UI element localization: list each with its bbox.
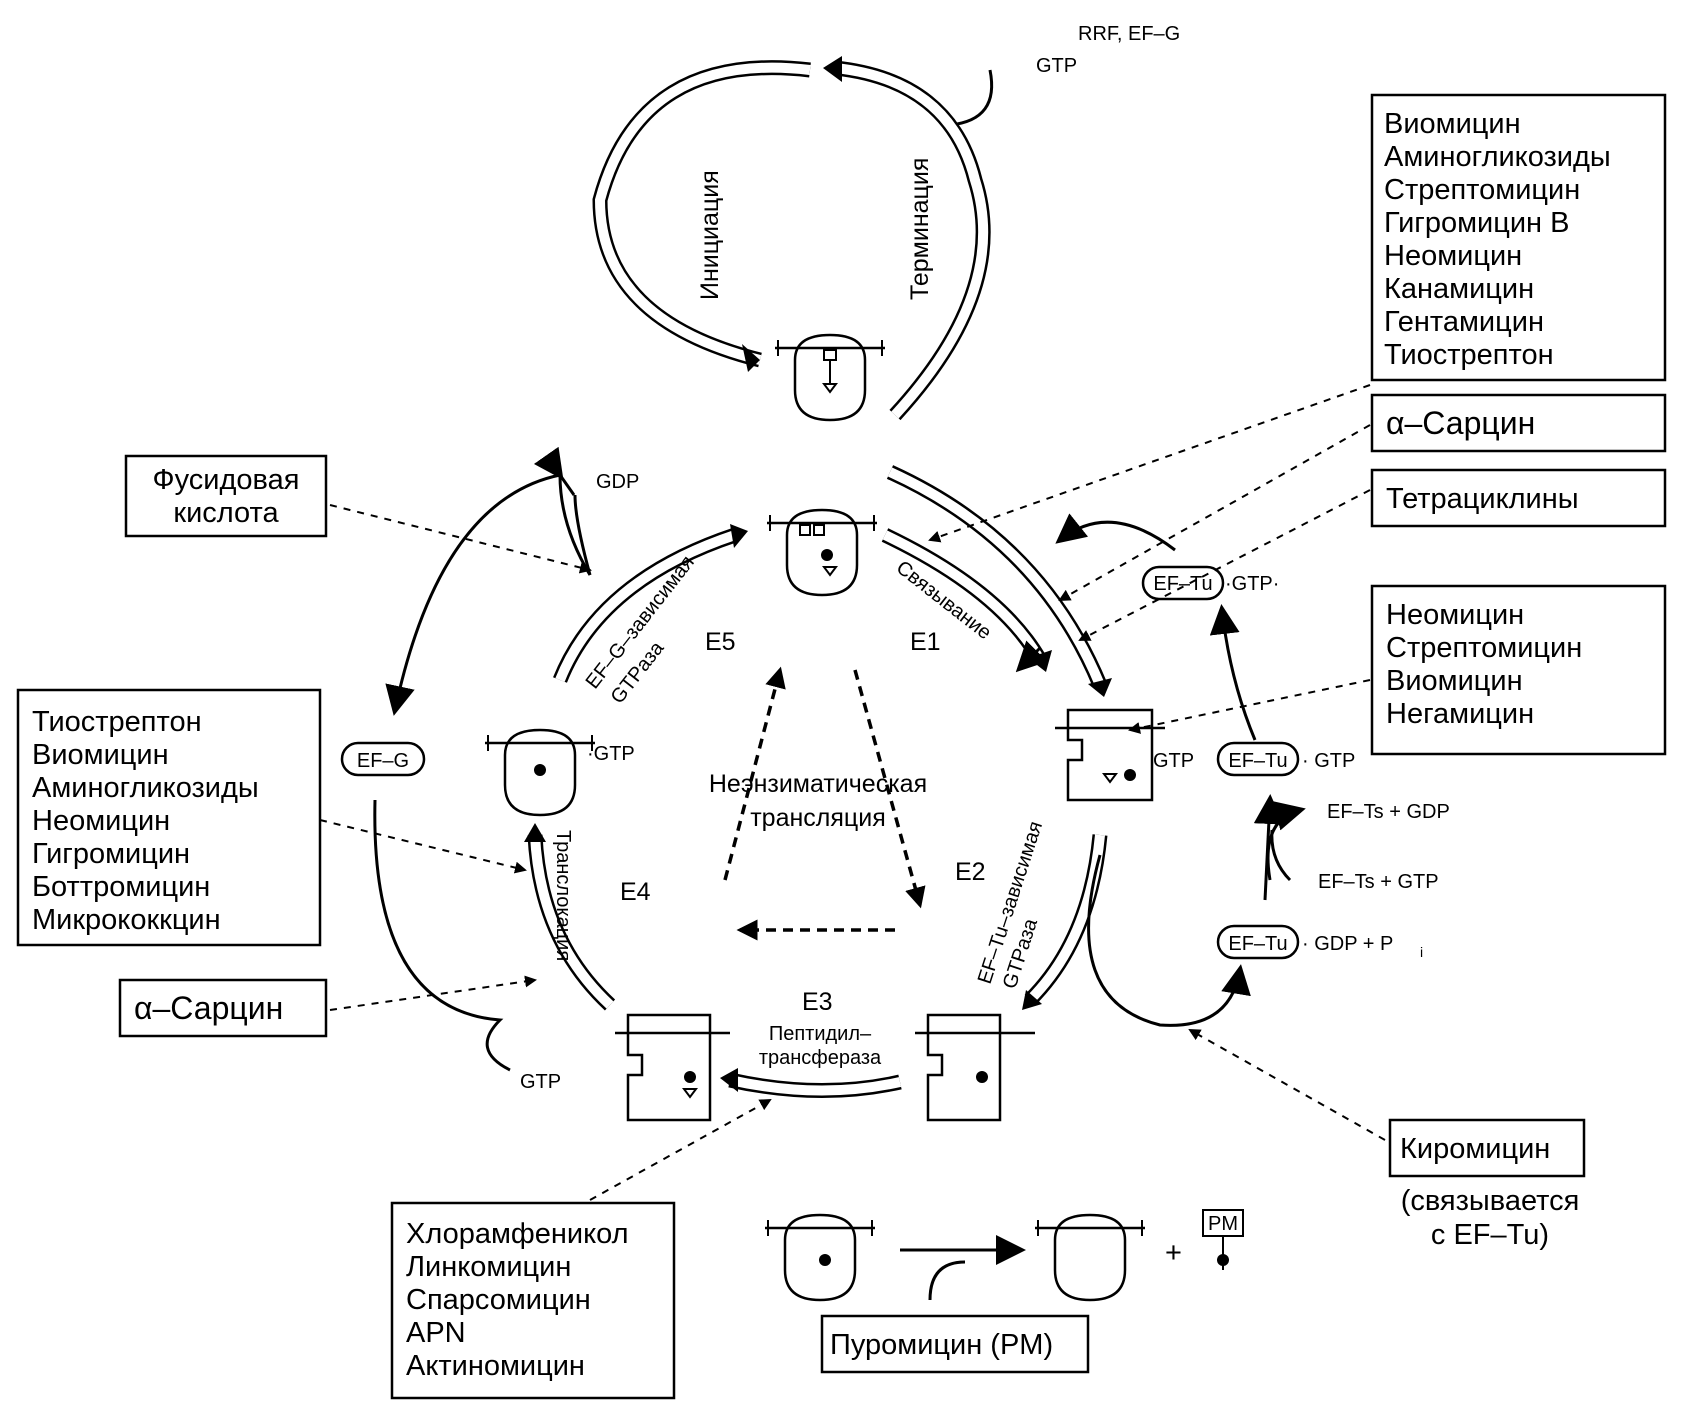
gtp-left-label: GTP	[520, 1071, 561, 1093]
svg-text:Аминогликозиды: Аминогликозиды	[1384, 141, 1611, 173]
svg-text:Тиострептон: Тиострептон	[1384, 339, 1554, 371]
svg-text:Неомицин: Неомицин	[1386, 599, 1524, 631]
gtp-top-label: GTP	[1036, 55, 1077, 77]
svg-text:Стрептомицин: Стрептомицин	[1386, 632, 1582, 664]
puromycin-ribosome-before	[763, 1213, 877, 1302]
peptidyl-label-1: Пептидил–	[769, 1023, 872, 1045]
svg-text:Гентамицин: Гентамицин	[1384, 306, 1544, 338]
puromycin-box: Пуромицин (PM)	[820, 1314, 1090, 1374]
ef-tu-factor-loop	[1015, 513, 1306, 1027]
e1-label: E1	[910, 628, 941, 656]
nonenzymatic-label-2: трансляция	[750, 804, 886, 832]
ef-g-factor-loop	[373, 446, 592, 1072]
factors-input-arrow	[949, 69, 994, 127]
svg-text:Гигромицин: Гигромицин	[32, 838, 190, 870]
ef-g-pill	[340, 741, 426, 777]
svg-text:Гигромицин В: Гигромицин В	[1384, 207, 1569, 239]
svg-text:Актиномицин: Актиномицин	[406, 1350, 585, 1382]
e5-label: E5	[705, 628, 736, 656]
ef-tu-pill-top	[1141, 565, 1225, 601]
peptidyl-drugs-box: Хлорамфеникол Линкомицин Спарсомицин APN…	[390, 1201, 676, 1400]
svg-text:Виомицин: Виомицин	[32, 739, 169, 771]
translocation-drugs-box: Тиострептон Виомицин Аминогликозиды Неом…	[16, 688, 322, 947]
svg-text:Линкомицин: Линкомицин	[406, 1251, 571, 1283]
ef-tu-pill-bottom	[1216, 924, 1300, 960]
nonenzymatic-triangle	[723, 666, 926, 941]
tetracyclines-box: Тетрациклины	[1370, 468, 1667, 528]
ef-ts-gdp-label: EF–Ts + GDP	[1327, 801, 1450, 823]
svg-text:Неомицин: Неомицин	[32, 805, 170, 837]
kiromycin-note-line2: с EF–Tu)	[1431, 1219, 1549, 1251]
svg-text:кислота: кислота	[173, 497, 279, 529]
svg-text:α–Сарцин: α–Сарцин	[134, 990, 283, 1026]
svg-text:Тиострептон: Тиострептон	[32, 706, 202, 738]
svg-text:Стрептомицин: Стрептомицин	[1384, 174, 1580, 206]
ribosome-state-top	[765, 508, 879, 597]
gdp-left-label: GDP	[596, 471, 639, 493]
svg-text:Боттромицин: Боттромицин	[32, 871, 210, 903]
puromycin-ribosome-after	[1033, 1213, 1147, 1302]
nonenzymatic-label-1: Неэнзиматическая	[709, 770, 927, 798]
svg-text:Спарсомицин: Спарсомицин	[406, 1284, 591, 1316]
pi-subscript: i	[1420, 944, 1423, 960]
rrf-efg-label: RRF, EF–G	[1078, 23, 1180, 45]
ribosome-state-e1	[1055, 708, 1165, 802]
svg-text:APN: APN	[406, 1317, 466, 1349]
svg-text:Аминогликозиды: Аминогликозиды	[32, 772, 259, 804]
ef-tu-label-top: EF–Tu	[1153, 573, 1212, 595]
kiromycin-box: Киромицин	[1388, 1118, 1586, 1178]
svg-text:α–Сарцин: α–Сарцин	[1386, 405, 1535, 441]
ef-ts-gtp-label: EF–Ts + GTP	[1318, 871, 1439, 893]
peptidyl-label-2: трансфераза	[759, 1047, 882, 1069]
ef-tu-gtp-trna-label: ·GTP·	[1225, 573, 1279, 595]
translocation-label: Транслокация	[552, 830, 574, 961]
top-initiation-termination: RRF, EF–G GTP Инициация Терминация	[592, 23, 1180, 422]
ribosome-state-e3	[615, 1013, 730, 1122]
termination-label: Терминация	[906, 158, 934, 300]
svg-text:Микрококкцин: Микрококкцин	[32, 904, 221, 936]
svg-text:Тетрациклины: Тетрациклины	[1386, 483, 1579, 515]
ribosome-top	[773, 333, 887, 422]
ribosome-state-e2	[915, 1013, 1035, 1122]
alpha-sarcin-right-box: α–Сарцин	[1370, 393, 1667, 453]
svg-text:Канамицин: Канамицин	[1384, 273, 1534, 305]
ef-g-label: EF–G	[357, 750, 409, 772]
e2-label: E2	[955, 858, 986, 886]
plus-sign: +	[1165, 1237, 1182, 1269]
gdp-pi-label: · GDP + P	[1302, 933, 1393, 955]
e4-label: E4	[620, 878, 651, 906]
svg-text:Негамицин: Негамицин	[1386, 698, 1534, 730]
svg-text:Хлорамфеникол: Хлорамфеникол	[406, 1218, 629, 1250]
gtp-right-label: GTP	[1153, 750, 1194, 772]
cycle-ribbons	[524, 465, 1112, 1098]
ef-tu-label-mid: EF–Tu	[1228, 750, 1287, 772]
kiromycin-note-line1: (связывается	[1401, 1185, 1580, 1217]
inhibitor-lines	[319, 384, 1386, 1201]
a-site-drugs-box: Виомицин Аминогликозиды Стрептомицин Гиг…	[1370, 93, 1667, 382]
svg-text:Пуромицин (PM): Пуромицин (PM)	[830, 1329, 1053, 1361]
ef-tu-site-drugs-box: Неомицин Стрептомицин Виомицин Негамицин	[1370, 584, 1667, 756]
fusidic-acid-box: Фусидовая кислота	[124, 454, 328, 538]
initiation-label: Инициация	[696, 170, 724, 300]
pm-label: PM	[1208, 1213, 1238, 1235]
ribosome-state-e4	[483, 728, 597, 817]
svg-text:Виомицин: Виомицин	[1384, 108, 1521, 140]
gtp-mid-label: · GTP	[1302, 750, 1355, 772]
alpha-sarcin-left-box: α–Сарцин	[118, 978, 328, 1038]
svg-text:Фусидовая: Фусидовая	[153, 464, 300, 496]
ef-tu-label-bottom: EF–Tu	[1228, 933, 1287, 955]
e3-label: E3	[802, 988, 833, 1016]
svg-text:Виомицин: Виомицин	[1386, 665, 1523, 697]
svg-text:Киромицин: Киромицин	[1400, 1133, 1550, 1165]
svg-text:Неомицин: Неомицин	[1384, 240, 1522, 272]
ef-g-gtp-on-ribosome: ·GTP	[587, 743, 635, 765]
ef-tu-pill-mid	[1216, 741, 1300, 777]
